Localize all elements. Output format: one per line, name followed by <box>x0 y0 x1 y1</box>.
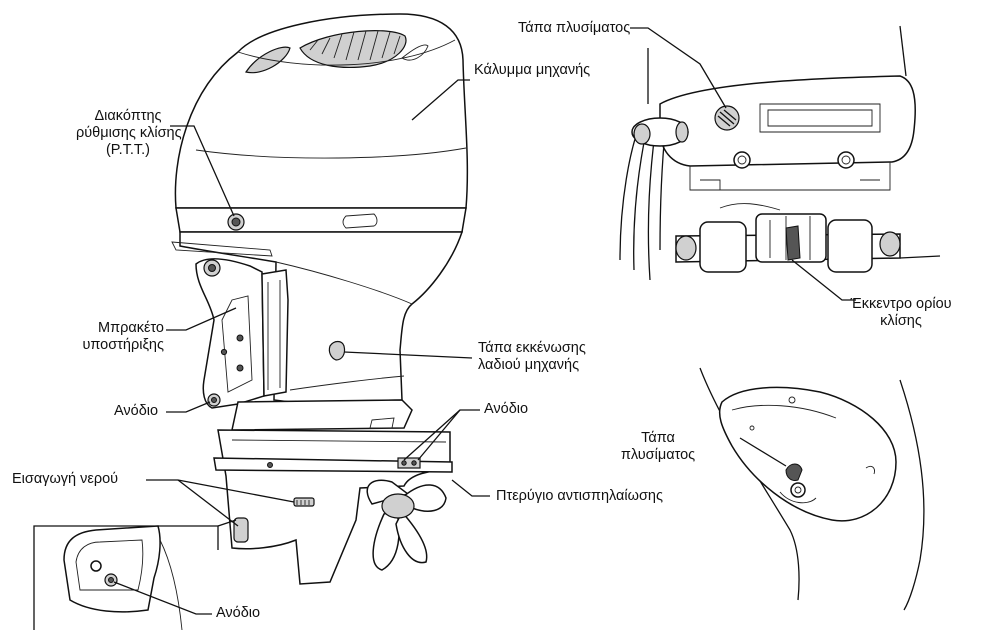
cowling-band <box>176 208 466 232</box>
label-trim-cam: Έκκεντρο ορίου κλίσης <box>846 296 956 330</box>
support-bracket <box>196 259 264 408</box>
bottom-cowl <box>660 76 915 166</box>
inset-anode-2 <box>791 483 805 497</box>
label-oil-drain-plug-line2: λαδιού μηχανής <box>478 357 586 374</box>
label-ptt-switch-line3: (P.T.T.) <box>76 142 180 159</box>
label-support-bracket-line2: υποστήριξης <box>60 337 164 354</box>
label-anode-inset: Ανόδιο <box>216 605 260 622</box>
label-flush-plug-inset-line2: πλυσίματος <box>606 447 710 464</box>
mid-section <box>232 400 412 430</box>
label-ptt-switch: Διακόπτης ρύθμισης κλίσης (P.T.T.) <box>76 108 180 159</box>
label-oil-drain-plug-line1: Τάπα εκκένωσης <box>478 340 586 357</box>
oil-drain-plug <box>329 342 344 361</box>
label-anode-left: Ανόδιο <box>114 403 158 420</box>
plate-anodes <box>398 458 420 468</box>
label-anti-cavitation-plate: Πτερύγιο αντισπηλαίωσης <box>496 488 663 505</box>
inset-bottom-right <box>700 368 924 610</box>
label-oil-drain-plug: Τάπα εκκένωσης λαδιού μηχανής <box>478 340 586 374</box>
label-support-bracket-line1: Μπρακέτο <box>60 320 164 337</box>
label-engine-cover: Κάλυμμα μηχανής <box>474 62 590 79</box>
label-flush-plug-top: Τάπα πλυσίματος <box>518 20 630 37</box>
label-trim-cam-line1: Έκκεντρο ορίου <box>846 296 956 313</box>
label-trim-cam-line2: κλίσης <box>846 313 956 330</box>
label-support-bracket: Μπρακέτο υποστήριξης <box>60 320 164 354</box>
propeller <box>367 480 446 570</box>
inset-top-right <box>620 26 940 280</box>
outboard-motor <box>172 14 467 584</box>
label-flush-plug-inset: Τάπα πλυσίματος <box>606 430 710 464</box>
label-anode-right: Ανόδιο <box>484 401 528 418</box>
lower-unit-cap <box>720 387 896 520</box>
label-ptt-switch-line2: ρύθμισης κλίσης <box>76 125 180 142</box>
label-water-intake: Εισαγωγή νερού <box>12 471 118 488</box>
label-ptt-switch-line1: Διακόπτης <box>76 108 180 125</box>
trim-cam <box>786 226 800 260</box>
label-flush-plug-inset-line1: Τάπα <box>606 430 710 447</box>
